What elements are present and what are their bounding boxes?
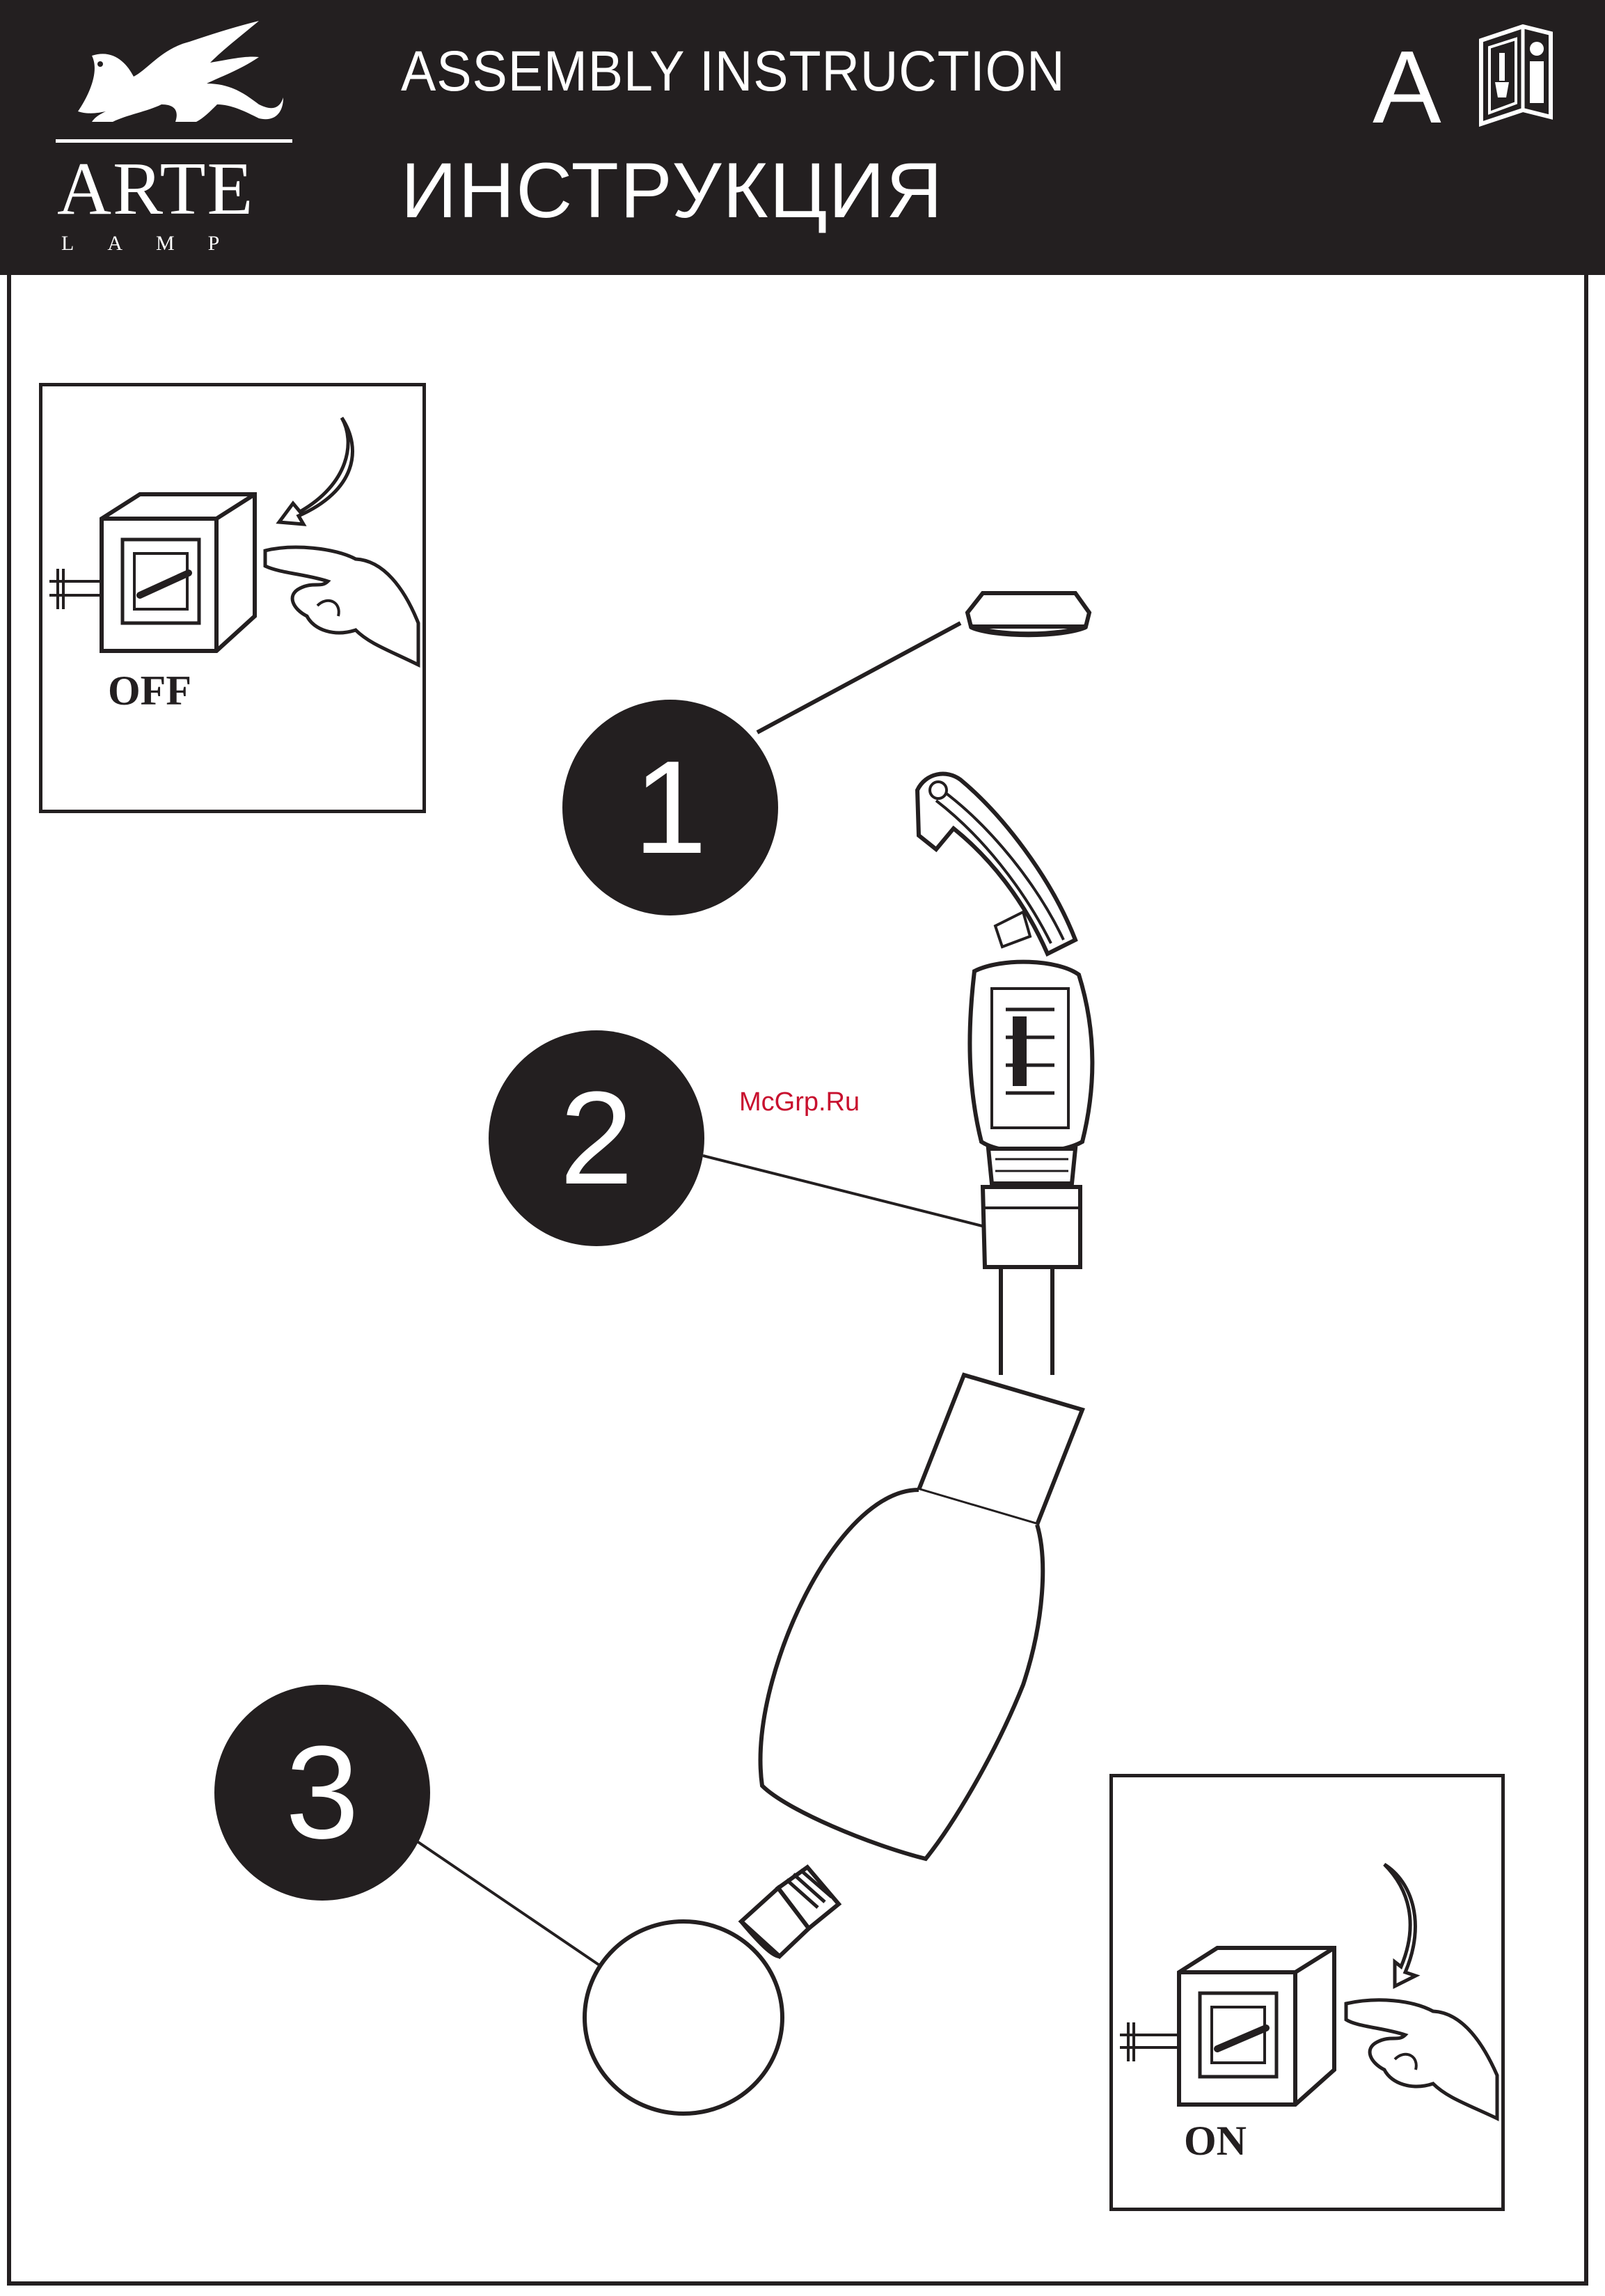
clip-bracket [917,774,1075,954]
watermark-text: McGrp.Ru [739,1089,860,1115]
socket-holder-part [970,962,1092,1375]
step-1-number: 1 [562,700,778,915]
leader-line-2 [703,1156,985,1227]
step-3-badge: 3 [214,1685,430,1901]
step-2-badge: 2 [489,1030,704,1246]
leader-line-1 [757,623,960,732]
light-bulb-part [585,1867,839,2114]
step-3-number: 3 [214,1685,430,1901]
lamp-shade [761,1375,1082,1859]
leader-line-3 [412,1838,599,1965]
step-2-number: 2 [489,1030,704,1246]
step-1-badge: 1 [562,700,778,915]
cap-part [967,593,1089,634]
